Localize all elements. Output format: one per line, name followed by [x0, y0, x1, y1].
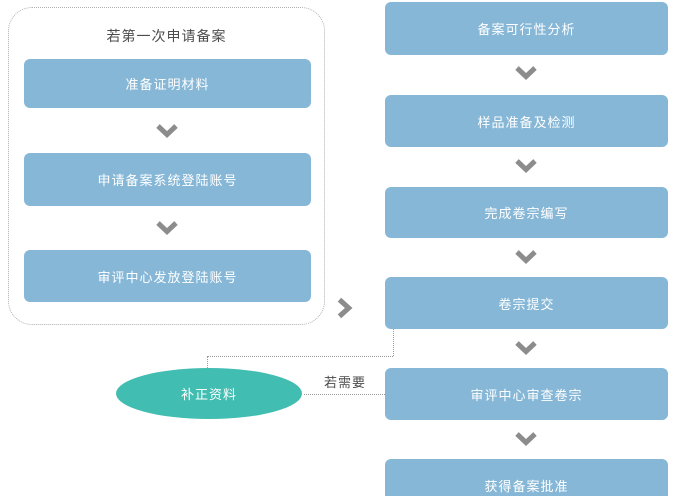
flow-step-prepare-certification-materials: 准备证明材料: [24, 59, 311, 108]
flow-step-obtain-filing-approval: 获得备案批准: [385, 459, 668, 496]
chevron-down-icon: [515, 159, 537, 173]
chevron-down-icon: [156, 124, 178, 138]
flow-step-apply-system-login-account: 申请备案系统登陆账号: [24, 153, 311, 206]
chevron-down-icon: [515, 341, 537, 355]
flow-step-feasibility-analysis: 备案可行性分析: [385, 2, 668, 55]
condition-if-needed-label: 若需要: [323, 376, 366, 391]
flow-step-complete-dossier-writing: 完成卷宗编写: [385, 187, 668, 238]
flow-step-center-issues-login-account: 审评中心发放登陆账号: [24, 250, 311, 302]
flow-step-dossier-submission: 卷宗提交: [385, 277, 668, 329]
flow-step-sample-preparation-testing: 样品准备及检测: [385, 95, 668, 147]
correction-materials-node: 补正资料: [116, 368, 302, 419]
chevron-down-icon: [156, 221, 178, 235]
chevron-down-icon: [515, 66, 537, 80]
chevron-right-icon: [337, 297, 353, 319]
chevron-down-icon: [515, 250, 537, 264]
first-time-application-group: [8, 7, 325, 325]
chevron-down-icon: [515, 432, 537, 446]
connector-into-correction-ellipse: [207, 356, 208, 368]
flow-step-center-reviews-dossier: 审评中心审查卷宗: [385, 368, 668, 420]
connector-submission-to-correction-horizontal: [207, 356, 393, 357]
connector-submission-to-correction-vertical: [393, 329, 394, 356]
connector-correction-to-review: [304, 394, 385, 395]
first-time-group-title: 若第一次申请备案: [106, 29, 227, 45]
